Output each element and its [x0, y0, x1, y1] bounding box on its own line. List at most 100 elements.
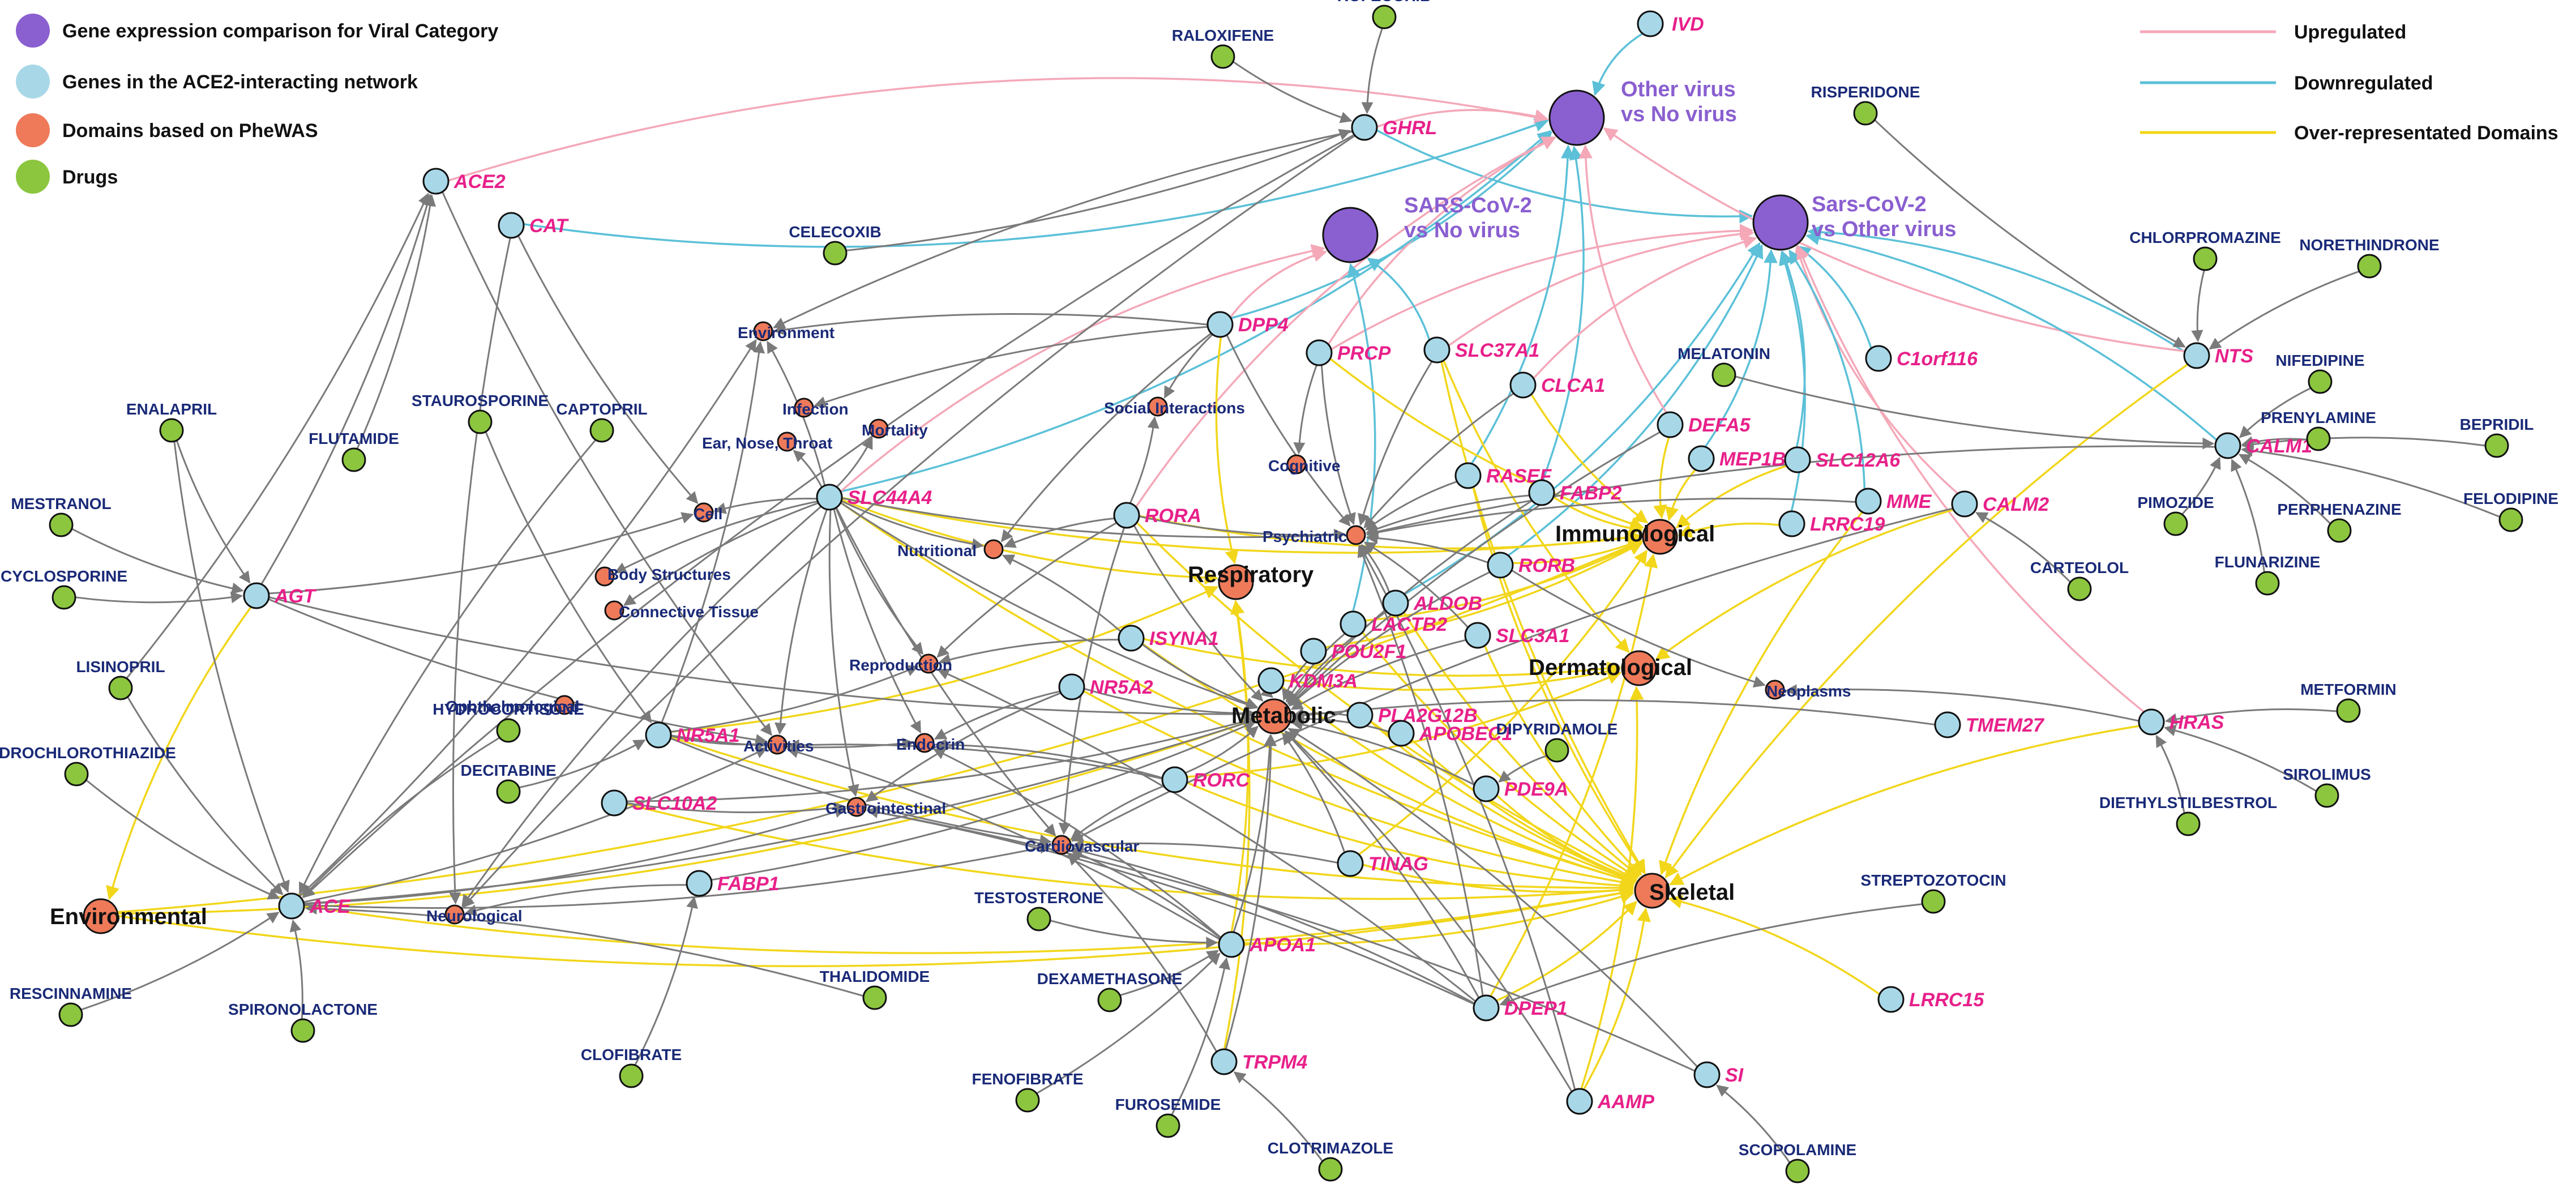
node-g_aamp: AAMP — [1566, 1088, 1654, 1115]
edge-up-g_prcp-v_sars_other — [1330, 224, 1754, 351]
node-circle-g_rasef — [1454, 462, 1482, 489]
legend-item-upregulated: Upregulated — [2140, 22, 2406, 43]
node-label-x_chlorpromazine: CHLORPROMAZINE — [2129, 229, 2281, 246]
node-circle-g_agt — [243, 582, 270, 609]
node-g_fabp1: FABP1 — [686, 870, 780, 897]
edge-over-g_dpep1-d_skeletal — [1496, 900, 1637, 1002]
node-d_metabolic: Metabolic — [1231, 698, 1336, 734]
node-circle-g_ace — [278, 892, 305, 920]
node-x_rescinnamine: RESCINNAMINE — [10, 985, 132, 1027]
node-x_risperidone: RISPERIDONE — [1811, 83, 1920, 126]
edge-gen-g_apoa1-d_metabolic — [1233, 734, 1276, 933]
node-g_ghrl: GHRL — [1351, 114, 1437, 141]
edge-over-g_dpep1-d_immuno — [1490, 553, 1658, 997]
edge-up-g_ghrl-v_other — [1376, 109, 1549, 128]
node-circle-x_sirolimus — [2314, 783, 2339, 808]
node-circle-x_scopolamine — [1785, 1159, 1810, 1183]
node-label-g_ivd: IVD — [1672, 14, 1704, 35]
edge-gen-g_ghrl-d_neuro — [462, 135, 1356, 908]
node-x_mestranol: MESTRANOL — [11, 495, 112, 537]
edge-gen-g_nr5a2-d_endocrin — [934, 690, 1060, 740]
node-circle-g_lrrc19 — [1778, 510, 1805, 537]
node-circle-d_gastro — [846, 797, 867, 817]
edge-gen-g_ace-d_cardio — [303, 842, 1052, 909]
legend-swatch-domain — [16, 113, 50, 147]
node-label-g_slc3a1: SLC3A1 — [1496, 625, 1569, 647]
node-circle-g_pde9a — [1473, 775, 1500, 802]
edge-over-g_isyna1-d_skeletal — [1141, 643, 1636, 886]
edge-down-g_lactb2-v_sars_no — [1347, 263, 1376, 612]
edge-up-g_clca1-v_sars_other — [1533, 235, 1757, 379]
legend-item-drug: Drugs — [16, 160, 118, 194]
edge-gen-g_calm2-d_cardio — [1071, 507, 1953, 842]
node-g_nts: NTS — [2183, 342, 2253, 369]
node-label-x_dipyridamole: DIPYRIDAMOLE — [1496, 720, 1618, 738]
edge-down-g_mme-v_sars_other — [1788, 249, 1866, 490]
edge-up-g_dpp4-v_sars_no — [1229, 248, 1328, 318]
edge-gen-g_slc44a4-d_reproduction — [835, 507, 924, 655]
node-label-g_apobec1: APOBEC1 — [1419, 723, 1512, 745]
node-circle-d_psychiatric — [1346, 525, 1366, 545]
edge-gen-g_slc44a4-d_gastro — [828, 509, 859, 797]
node-label-d_endocrin: Endocrin — [896, 736, 965, 753]
edge-over-g_lactb2-d_skeletal — [1362, 631, 1639, 879]
edge-gen-x_fenofibrate-g_apoa1 — [1036, 952, 1221, 1095]
node-label-d_nutritional: Nutritional — [897, 542, 977, 559]
node-circle-g_rorc — [1161, 766, 1188, 793]
node-circle-x_thalidomide — [862, 985, 887, 1010]
edge-down-g_slc37a1-v_sars_no — [1367, 258, 1431, 340]
node-label-d_environment: Environment — [738, 324, 835, 341]
legend-label-drug: Drugs — [62, 166, 118, 188]
node-d_environment: Environment — [738, 321, 835, 341]
node-x_dipyridamole: DIPYRIDAMOLE — [1496, 720, 1618, 763]
node-x_spironolactone: SPIRONOLACTONE — [228, 1001, 378, 1043]
node-d_skeletal: Skeletal — [1634, 873, 1735, 909]
node-circle-x_enalapril — [159, 418, 184, 443]
edge-gen-g_dpep1-d_cardio — [1071, 845, 1475, 1005]
edge-over-g_defa5-d_immuno — [1653, 437, 1670, 519]
node-circle-d_social — [1148, 396, 1168, 417]
edge-gen-x_felodipine-g_calm1 — [2241, 445, 2501, 518]
node-v_sars_no: SARS-CoV-2vs No virus — [1322, 194, 1532, 263]
edge-gen-x_raloxifene-g_ghrl — [1233, 61, 1353, 123]
edge-over-g_dpp4-d_respiratory — [1215, 336, 1239, 565]
node-circle-x_metformin — [2336, 698, 2361, 723]
edge-gen-g_slc44a4-d_cell — [713, 497, 818, 514]
node-circle-d_cognitive — [1286, 454, 1307, 475]
node-d_endocrin: Endocrin — [896, 733, 965, 753]
node-circle-g_apoa1 — [1218, 931, 1245, 958]
node-circle-d_neoplasms — [1765, 680, 1785, 700]
node-g_ivd: IVD — [1637, 10, 1704, 37]
edge-gen-g_clca1-d_psychiatric — [1363, 392, 1514, 529]
edge-gen-g_ghrl-g_ace — [302, 134, 1355, 899]
node-label-x_clofibrate: CLOFIBRATE — [581, 1046, 682, 1063]
legend-swatch-viral — [16, 14, 50, 48]
node-label-g_aldob: ALDOB — [1413, 593, 1482, 614]
node-label-v_sars_other: Sars-CoV-2 — [1812, 193, 1927, 216]
node-x_scopolamine: SCOPOLAMINE — [1739, 1141, 1856, 1183]
node-circle-d_mortality — [868, 418, 889, 439]
edge-over-d_environmental-d_skeletal — [117, 886, 1634, 967]
edge-over-g_calm2-d_dermato — [1655, 508, 1954, 661]
node-circle-v_sars_other — [1752, 194, 1809, 251]
node-circle-x_pimozide — [2163, 511, 2188, 536]
node-g_rorb: RORB — [1487, 552, 1575, 579]
node-label-g_slc12a6: SLC12A6 — [1816, 450, 1901, 471]
node-label-x_staurosporine: STAUROSPORINE — [412, 392, 549, 409]
node-circle-g_slc44a4 — [816, 484, 843, 511]
node-g_isyna1: ISYNA1 — [1118, 625, 1219, 652]
edge-gen-g_slc44a4-d_neuro — [461, 506, 822, 907]
node-label-g_slc37a1: SLC37A1 — [1455, 340, 1539, 361]
node-label-g_apoa1: APOA1 — [1249, 934, 1316, 956]
node-d_cardio: Cardiovascular — [1025, 835, 1139, 855]
legend-label-viral: Gene expression comparison for Viral Cat… — [62, 20, 498, 42]
edge-gen-x_melatonin-g_calm1 — [1735, 375, 2215, 450]
edge-over-g_apobec1-d_skeletal — [1411, 739, 1637, 883]
node-label-x_nifedipine: NIFEDIPINE — [2275, 352, 2364, 369]
edge-gen-x_norethindrone-g_nts — [2209, 270, 2360, 350]
node-g_c1orf116: C1orf116 — [1865, 345, 1978, 372]
node-label-g_fabp1: FABP1 — [717, 873, 780, 895]
node-label-d_body: Body Structures — [607, 566, 731, 583]
node-circle-d_infection — [794, 398, 814, 418]
